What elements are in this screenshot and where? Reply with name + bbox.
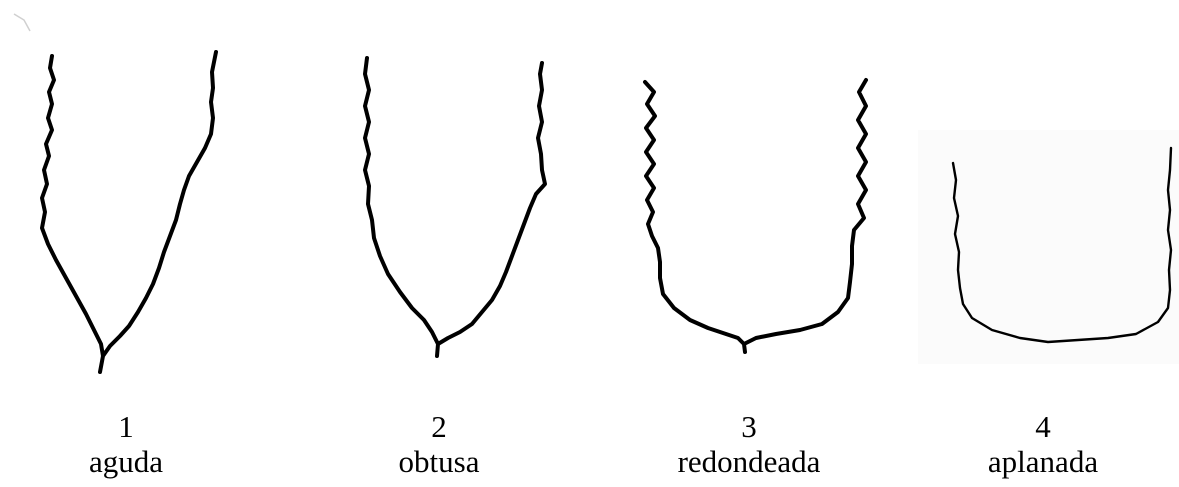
figure-2-name: obtusa	[329, 444, 549, 479]
figure-4-name: aplanada	[933, 444, 1153, 479]
figure-3-caption: 3 redondeada	[639, 409, 859, 479]
figure-2-caption: 2 obtusa	[329, 409, 549, 479]
figure-1-name: aguda	[16, 444, 236, 479]
figure-4-caption: 4 aplanada	[933, 409, 1153, 479]
figure-2-number: 2	[329, 409, 549, 444]
figure-3-number: 3	[639, 409, 859, 444]
shape-acute-outline	[42, 52, 216, 372]
shape-obtuse-outline	[365, 58, 545, 356]
shape-rounded-outline	[645, 80, 866, 352]
figure-1-number: 1	[16, 409, 236, 444]
scan-mark	[14, 14, 30, 31]
figure-3-name: redondeada	[639, 444, 859, 479]
figure-4-number: 4	[933, 409, 1153, 444]
figure-1-caption: 1 aguda	[16, 409, 236, 479]
